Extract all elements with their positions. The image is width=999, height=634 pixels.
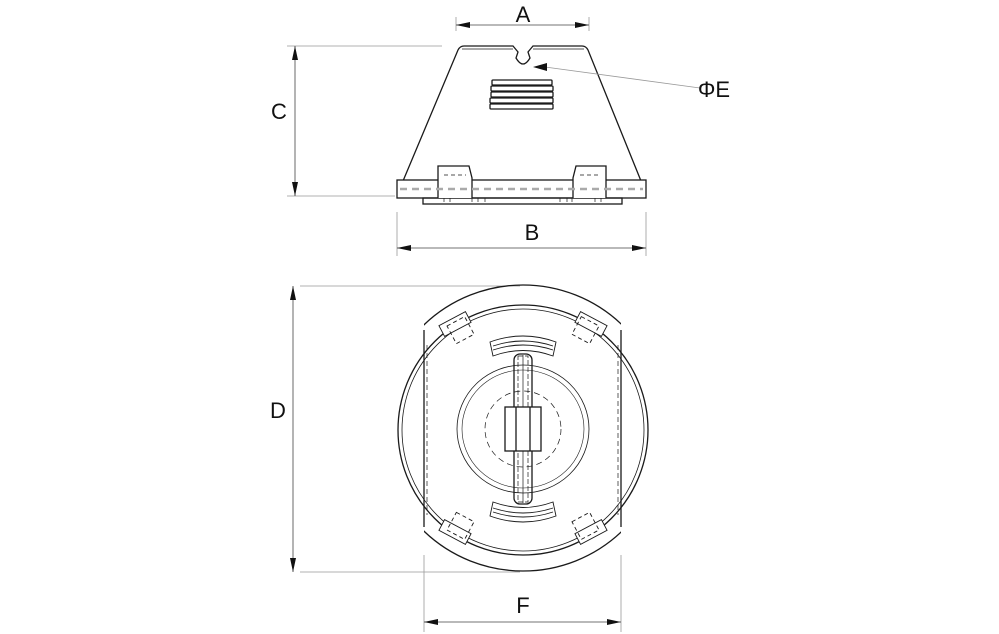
- tab-right: [572, 165, 607, 198]
- dimension-label-e: ΦE: [697, 77, 731, 102]
- side-view: [396, 45, 647, 205]
- grip-arcs: [489, 335, 557, 523]
- dimension-label-a: A: [515, 2, 531, 27]
- grip-ridges: [489, 79, 554, 110]
- center-blade: [504, 353, 542, 505]
- clips: [438, 311, 608, 545]
- cone-body: [402, 45, 642, 182]
- dimension-label-c: C: [271, 99, 287, 124]
- dimension-label-f: F: [516, 593, 530, 618]
- dimension-label-b: B: [524, 220, 540, 245]
- base-plate: [422, 197, 623, 205]
- tab-left: [437, 165, 473, 198]
- plan-view: [397, 284, 649, 572]
- dimension-label-d: D: [270, 398, 286, 423]
- dimension-lines: [287, 17, 701, 632]
